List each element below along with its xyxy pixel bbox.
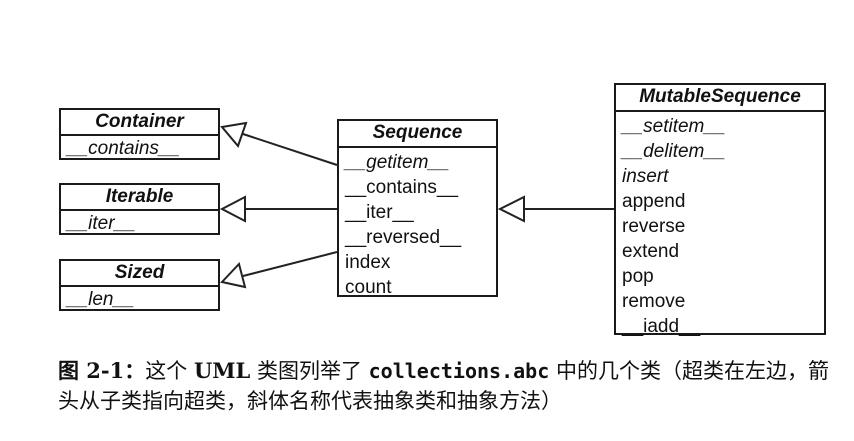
figure-label: 图 2-1： — [58, 358, 146, 383]
arrowhead-iterable — [219, 195, 246, 223]
arrow-sequence-to-sized — [242, 251, 338, 277]
caption-text: 这个 — [145, 359, 194, 383]
class-name: MutableSequence — [616, 85, 824, 112]
class-sequence: Sequence __getitem__ __contains__ __iter… — [337, 119, 498, 298]
method: __reversed__ — [345, 227, 462, 248]
class-name: Sequence — [339, 121, 496, 148]
method: __contains__ — [345, 177, 459, 198]
method: index — [345, 252, 391, 273]
caption-code: collections.abc — [368, 359, 550, 383]
method: __iadd__ — [622, 316, 701, 337]
member-list: __contains__ — [61, 136, 218, 164]
member-list: __setitem__ __delitem__ insert append re… — [616, 112, 824, 341]
figure-caption: 图 2-1：这个 UML 类图列举了 collections.abc 中的几个类… — [58, 356, 838, 416]
method: __iter__ — [345, 202, 414, 223]
method: append — [622, 191, 686, 212]
class-name: Container — [61, 110, 218, 136]
arrowhead-sequence — [497, 195, 525, 223]
method: extend — [622, 241, 680, 262]
arrowhead-sized — [220, 262, 247, 289]
member-list: __len__ — [61, 287, 218, 315]
class-iterable: Iterable __iter__ — [59, 183, 220, 235]
arrowhead-container — [220, 121, 248, 148]
caption-text: 中的几个类（超类在左边，箭头从子类指向超类，斜体名称代表抽象类和抽象方法） — [58, 359, 829, 413]
arrow-sequence-to-container — [242, 133, 338, 166]
method: reverse — [622, 216, 686, 237]
method: count — [345, 277, 392, 298]
method: __len__ — [67, 289, 135, 310]
method: insert — [622, 166, 669, 187]
method: __setitem__ — [622, 116, 726, 137]
method: pop — [622, 266, 654, 287]
method: __getitem__ — [345, 152, 450, 173]
class-mutablesequence: MutableSequence __setitem__ __delitem__ … — [614, 83, 826, 337]
caption-text: 类图列举了 — [250, 359, 369, 383]
member-list: __iter__ — [61, 211, 218, 239]
method: __contains__ — [67, 138, 181, 159]
class-container: Container __contains__ — [59, 108, 220, 160]
member-list: __getitem__ __contains__ __iter__ __reve… — [339, 148, 496, 302]
method: __delitem__ — [622, 141, 726, 162]
class-sized: Sized __len__ — [59, 259, 220, 311]
method: remove — [622, 291, 686, 312]
class-name: Sized — [61, 261, 218, 287]
method: __iter__ — [67, 213, 136, 234]
class-name: Iterable — [61, 185, 218, 211]
caption-uml: UML — [193, 358, 251, 383]
